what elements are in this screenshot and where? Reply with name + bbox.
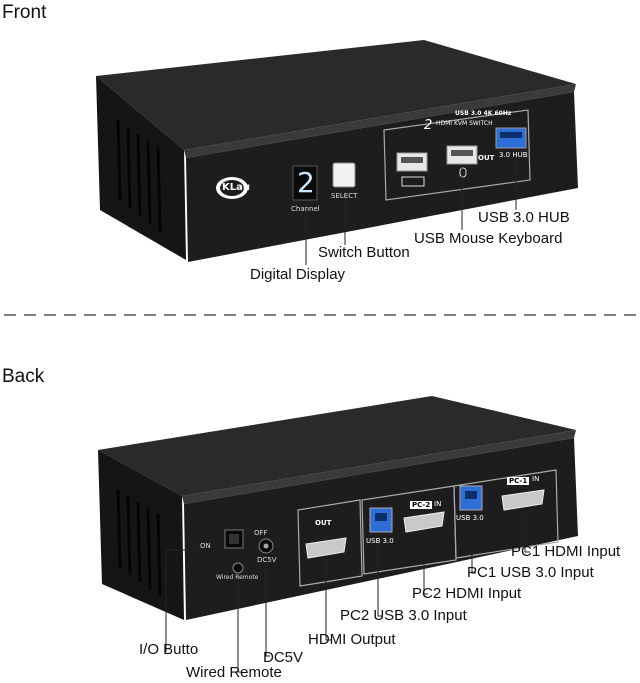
usb30-label-a: USB 3.0 (366, 537, 394, 545)
callout-io-button: I/O Butto (139, 641, 199, 658)
keyboard-icon (401, 176, 425, 187)
front-top-surface (96, 40, 576, 150)
model-line: HDMI KVM SWITCH (436, 120, 493, 127)
hub-label: 3.0 HUB (499, 151, 528, 159)
callout-digital-display: Digital Display (250, 266, 346, 283)
front-kvm-device (96, 40, 578, 262)
pc1-hdmi-port (501, 489, 545, 511)
callout-pc2-usb: PC2 USB 3.0 Input (340, 607, 467, 624)
callout-pc1-usb: PC1 USB 3.0 Input (467, 564, 594, 581)
back-top-surface (98, 396, 576, 496)
pc2-hdmi-port (403, 511, 445, 533)
callout-usb-hub: USB 3.0 HUB (478, 209, 570, 226)
model-number: 2 (424, 118, 433, 133)
digital-display (292, 165, 318, 201)
logo-text: KLau (222, 182, 250, 193)
wired-remote-label: Wired Remote (216, 574, 259, 581)
callout-switch-button: Switch Button (318, 244, 410, 261)
display-digit: 2 (297, 166, 315, 199)
select-button (332, 162, 356, 188)
callout-hdmi-output: HDMI Output (308, 631, 396, 648)
on-label: ON (200, 542, 211, 550)
out-label: OUT (478, 154, 495, 162)
back-section-title: Back (2, 366, 45, 387)
hdmi-out-label: OUT (315, 519, 332, 527)
front-section-title: Front (2, 2, 47, 23)
remote-jack (232, 562, 244, 574)
pc2-label: PC-2 (410, 501, 433, 509)
in-label-a: IN (434, 500, 442, 508)
callout-pc1-hdmi: PC1 HDMI Input (511, 543, 621, 560)
off-label: OFF (254, 529, 268, 537)
in-label-b: IN (532, 475, 540, 483)
front-top-badge: USB 3.0 4K 60Hz (455, 110, 512, 117)
pc1-label: PC-1 (507, 477, 530, 485)
callout-dc5v: DC5V (263, 649, 304, 666)
front-face (186, 92, 578, 262)
dc-label: DC5V (257, 556, 277, 564)
usb30-label-b: USB 3.0 (456, 514, 484, 522)
mouse-icon (459, 167, 467, 178)
callout-usb-mouse-keyboard: USB Mouse Keyboard (414, 230, 563, 247)
hdmi-output-port (305, 537, 347, 559)
callout-wired-remote: Wired Remote (186, 664, 282, 681)
channel-label: Channel (291, 205, 320, 213)
select-label: SELECT (331, 192, 358, 200)
callout-pc2-hdmi: PC2 HDMI Input (412, 585, 522, 602)
